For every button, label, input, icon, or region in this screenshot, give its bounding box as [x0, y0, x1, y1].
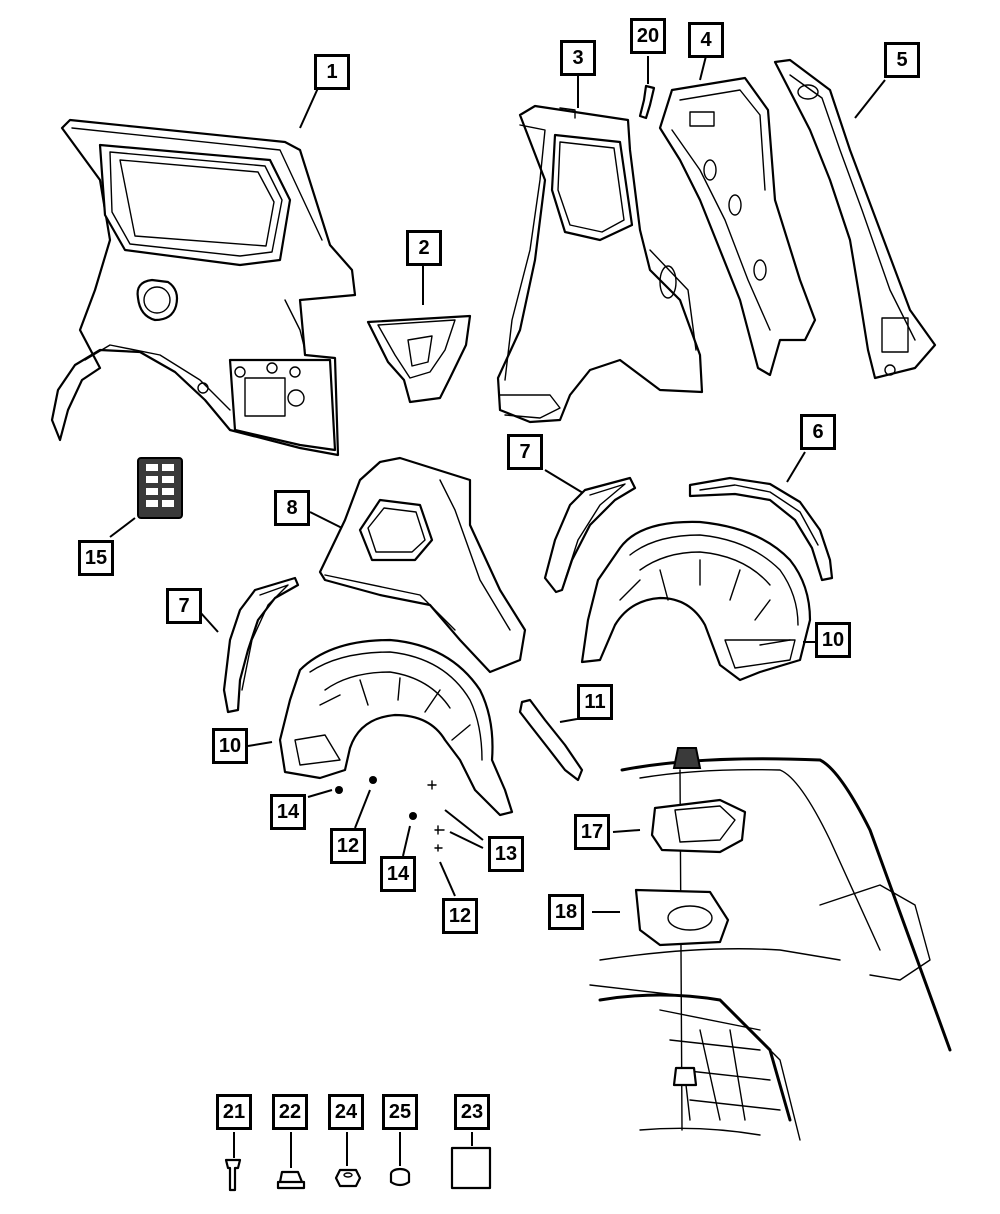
- pillar-rail-part: [773, 58, 937, 380]
- hardware-items: [224, 1146, 492, 1192]
- wheelhouse-liner-right-part: [580, 520, 812, 682]
- wheel-flange-right-part: [543, 476, 637, 594]
- callout-25: 25: [382, 1094, 418, 1130]
- inner-quarter-panel-part: [496, 104, 704, 424]
- pillar-reinforcement-part: [658, 76, 817, 377]
- callout-12-lower: 12: [442, 898, 478, 934]
- callout-18: 18: [548, 894, 584, 930]
- callout-8: 8: [274, 490, 310, 526]
- callout-4: 4: [688, 22, 724, 58]
- quarter-panel-part: [50, 118, 357, 457]
- callout-22: 22: [272, 1094, 308, 1130]
- small-bracket-part: [518, 698, 584, 782]
- callout-7-lower: 7: [166, 588, 202, 624]
- callout-5: 5: [884, 42, 920, 78]
- callout-2: 2: [406, 230, 442, 266]
- callout-23: 23: [454, 1094, 490, 1130]
- wheel-flange-left-part: [222, 576, 300, 714]
- callout-6: 6: [800, 414, 836, 450]
- wheelhouse-extension-part: [688, 476, 834, 582]
- callout-10-left: 10: [212, 728, 248, 764]
- vehicle-rear-view: [589, 747, 952, 1141]
- wheelhouse-inner-part: [318, 456, 527, 674]
- callout-17: 17: [574, 814, 610, 850]
- vent-grille-part: [137, 457, 183, 519]
- bracket-part: [366, 314, 472, 404]
- callout-24: 24: [328, 1094, 364, 1130]
- callout-11: 11: [577, 684, 613, 720]
- liner-fasteners: [335, 776, 445, 852]
- callout-7-upper: 7: [507, 434, 543, 470]
- callout-10-right: 10: [815, 622, 851, 658]
- callout-14-lower: 14: [380, 856, 416, 892]
- callout-3: 3: [560, 40, 596, 76]
- callout-21: 21: [216, 1094, 252, 1130]
- callout-14-upper: 14: [270, 794, 306, 830]
- callout-12-upper: 12: [330, 828, 366, 864]
- clip-part: [638, 84, 656, 120]
- callout-1: 1: [314, 54, 350, 90]
- callout-20: 20: [630, 18, 666, 54]
- wheelhouse-liner-left-part: [278, 638, 514, 817]
- leader-lines: [109, 55, 886, 1168]
- callout-13: 13: [488, 836, 524, 872]
- callout-15: 15: [78, 540, 114, 576]
